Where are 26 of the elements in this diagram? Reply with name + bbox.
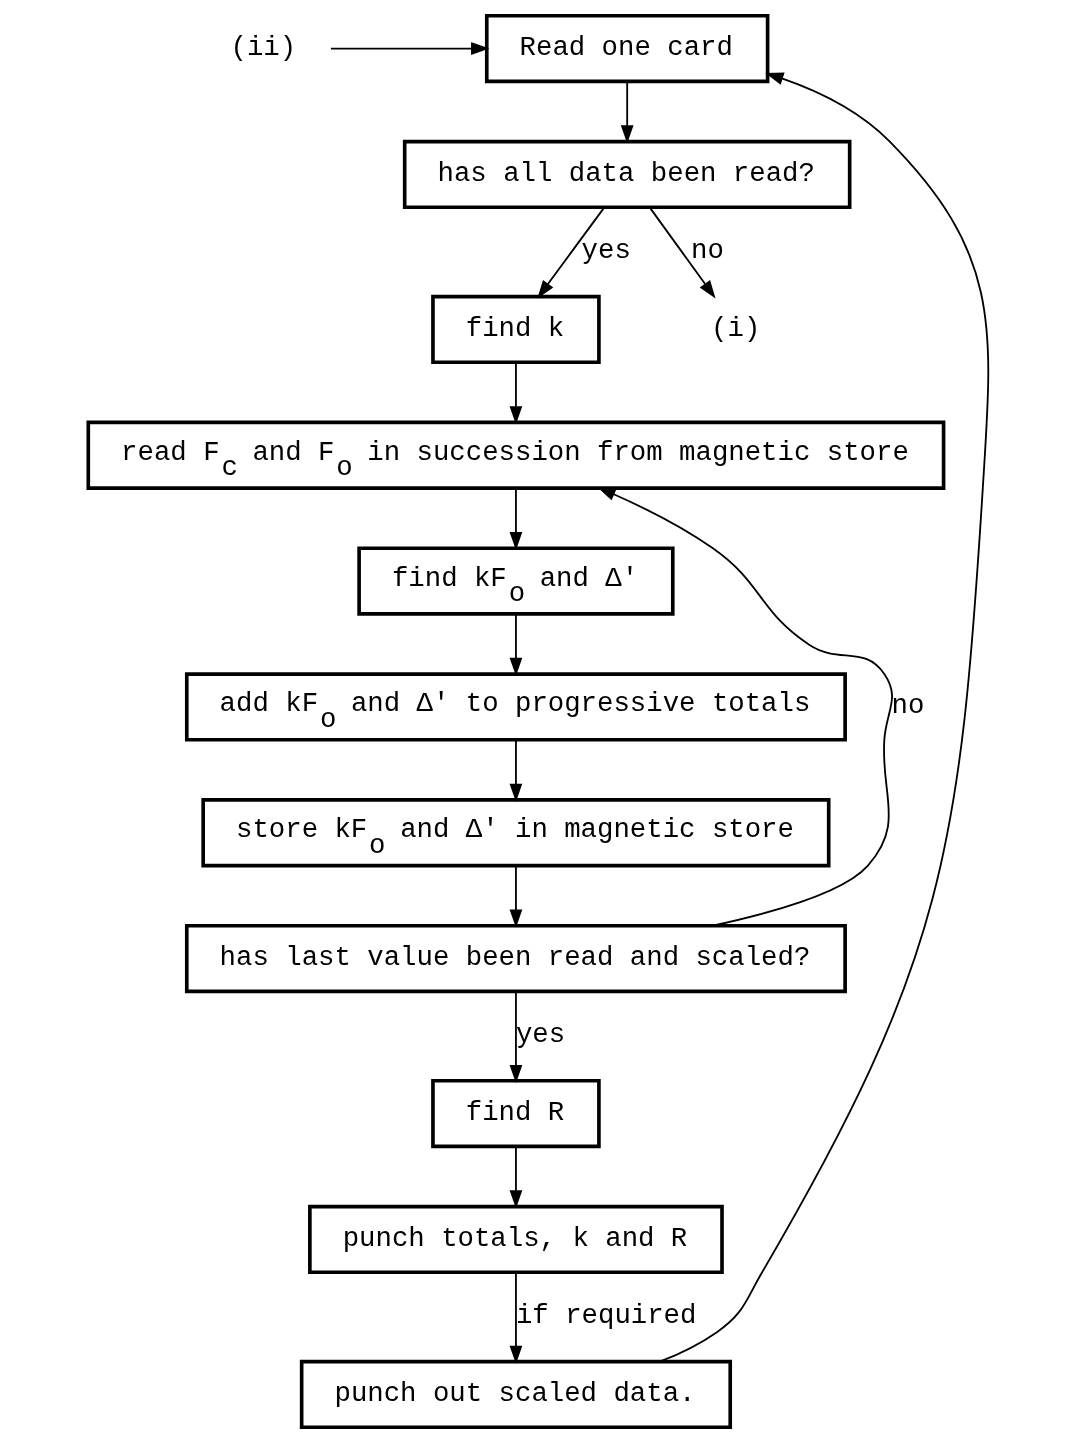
arrow [509, 739, 522, 802]
node-box: has all data been read? [402, 139, 851, 210]
arrow [509, 990, 522, 1084]
edge-label: if required [515, 1300, 696, 1332]
arrow [509, 1145, 522, 1209]
node-box: punch totals, k and R [307, 1204, 724, 1275]
node-box: find k [430, 294, 601, 365]
arrow [509, 361, 522, 425]
arrow [509, 1271, 522, 1365]
arrow [620, 80, 634, 144]
arrow [509, 865, 522, 928]
node-text: (ii) [230, 31, 296, 63]
edge-label: no [690, 235, 724, 267]
arrow [329, 42, 489, 55]
node-box: punch out scaled data. [299, 1359, 732, 1430]
edge-label: yes [515, 1019, 565, 1051]
edge-label: no [891, 690, 924, 722]
node-box: has last value been read and scaled? [184, 923, 847, 994]
node-text: (i) [710, 312, 760, 344]
arrow [648, 206, 716, 299]
edge-label: yes [581, 235, 631, 267]
arrow [509, 487, 522, 551]
arrow [536, 206, 605, 299]
arrow [658, 72, 989, 1363]
node-box: find R [430, 1078, 601, 1149]
node-box: Read one card [484, 13, 769, 84]
